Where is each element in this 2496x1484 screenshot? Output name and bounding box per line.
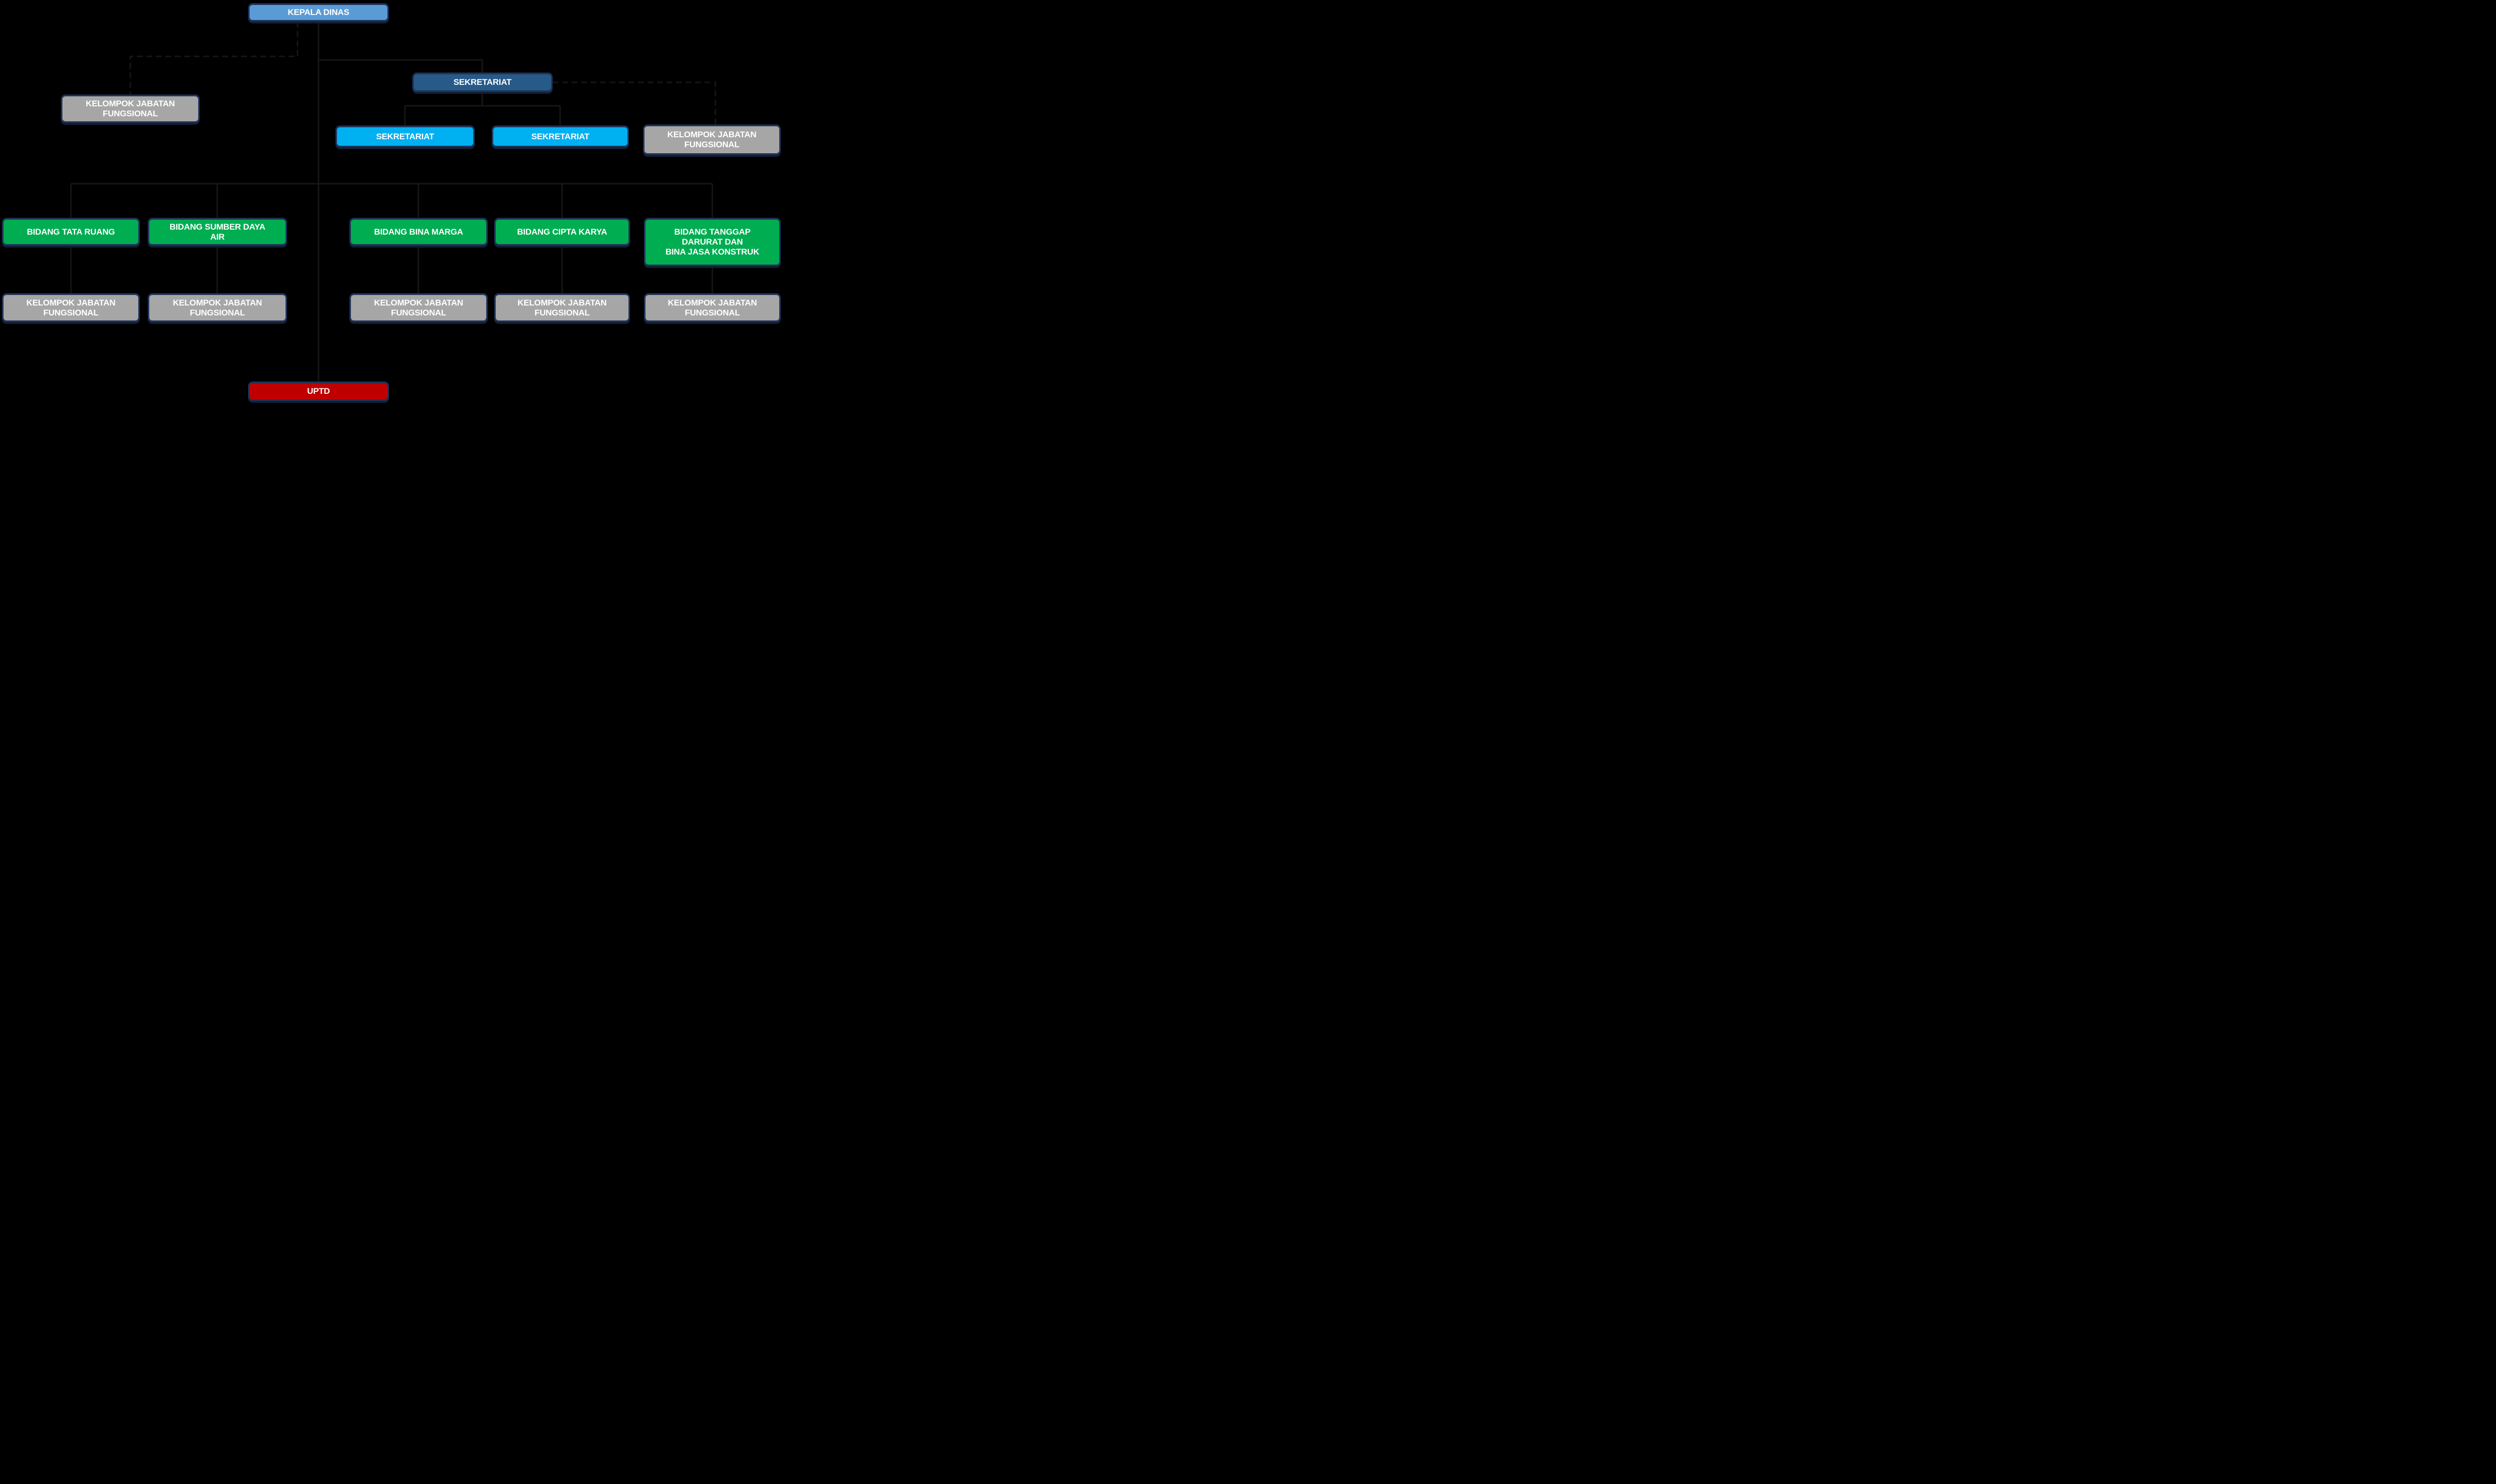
node-kelompok-jabatan-fungsional-tanggap-darurat: KELOMPOK JABATAN FUNGSIONAL bbox=[644, 294, 781, 322]
node-bidang-tata-ruang: BIDANG TATA RUANG bbox=[2, 218, 140, 246]
connector-lines bbox=[70, 21, 716, 382]
org-chart: KEPALA DINAS KELOMPOK JABATAN FUNGSIONAL… bbox=[0, 0, 783, 403]
node-bidang-cipta-karya: BIDANG CIPTA KARYA bbox=[494, 218, 630, 246]
node-kepala-dinas: KEPALA DINAS bbox=[248, 3, 389, 21]
node-kelompok-jabatan-fungsional-sumber-daya-air: KELOMPOK JABATAN FUNGSIONAL bbox=[148, 294, 287, 322]
node-sekretariat: SEKRETARIAT bbox=[412, 73, 553, 92]
node-bidang-bina-marga: BIDANG BINA MARGA bbox=[349, 218, 488, 246]
connector-to-sekretariat bbox=[318, 59, 483, 73]
node-sub-sekretariat-1: SEKRETARIAT bbox=[335, 126, 475, 147]
connector-dashed-sekretariat-to-kjf bbox=[553, 81, 716, 125]
node-uptd: UPTD bbox=[248, 382, 389, 401]
node-kelompok-jabatan-fungsional-bina-marga: KELOMPOK JABATAN FUNGSIONAL bbox=[349, 294, 488, 322]
node-kelompok-jabatan-fungsional-sekretariat: KELOMPOK JABATAN FUNGSIONAL bbox=[643, 125, 781, 155]
node-kelompok-jabatan-fungsional-cipta-karya: KELOMPOK JABATAN FUNGSIONAL bbox=[494, 294, 630, 322]
node-kelompok-jabatan-fungsional-tata-ruang: KELOMPOK JABATAN FUNGSIONAL bbox=[2, 294, 140, 322]
connector-dashed-kepala-to-kjf bbox=[129, 21, 299, 95]
node-bidang-sumber-daya-air: BIDANG SUMBER DAYA AIR bbox=[148, 218, 287, 246]
node-sub-sekretariat-2: SEKRETARIAT bbox=[492, 126, 629, 147]
node-kelompok-jabatan-fungsional-kepala: KELOMPOK JABATAN FUNGSIONAL bbox=[61, 95, 200, 123]
node-bidang-tanggap-darurat: BIDANG TANGGAP DARURAT DAN BINA JASA KON… bbox=[644, 218, 781, 266]
